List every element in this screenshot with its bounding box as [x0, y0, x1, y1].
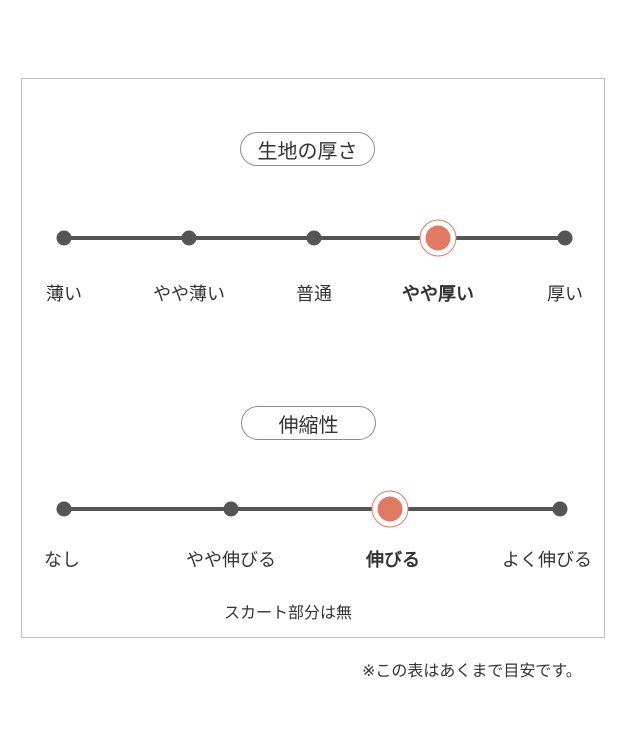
thickness-point-1 [181, 230, 197, 246]
size-guide-panel [21, 78, 605, 638]
thickness-label-1: やや薄い [153, 284, 225, 305]
thickness-point-4 [557, 230, 573, 246]
stretch-point-0 [56, 501, 72, 517]
thickness-label-0: 薄い [46, 284, 82, 305]
stretch-label-2-selected: 伸びる [366, 550, 420, 571]
stretch-title-pill: 伸縮性 [241, 406, 376, 440]
thickness-label-4: 厚い [547, 284, 583, 305]
footnote: ※この表はあくまで目安です。 [362, 661, 582, 680]
thickness-label-3-selected: やや厚い [402, 284, 474, 305]
stretch-label-0: なし [44, 550, 80, 571]
stretch-label-1: やや伸びる [186, 550, 276, 571]
thickness-label-2: 普通 [296, 284, 332, 305]
stretch-selected-dot [377, 496, 403, 522]
thickness-selected-dot [425, 225, 451, 251]
thickness-selected-marker [419, 219, 457, 257]
thickness-point-0 [56, 230, 72, 246]
stretch-point-3 [552, 501, 568, 517]
thickness-title: 生地の厚さ [257, 138, 358, 163]
stretch-point-1 [223, 501, 239, 517]
thickness-title-pill: 生地の厚さ [240, 132, 375, 166]
stretch-title: 伸縮性 [278, 412, 339, 437]
stretch-selected-marker [371, 490, 409, 528]
stretch-note: スカート部分は無 [224, 603, 353, 622]
thickness-point-2 [306, 230, 322, 246]
stretch-label-3: よく伸びる [502, 550, 592, 571]
stretch-scale-track [64, 507, 560, 511]
